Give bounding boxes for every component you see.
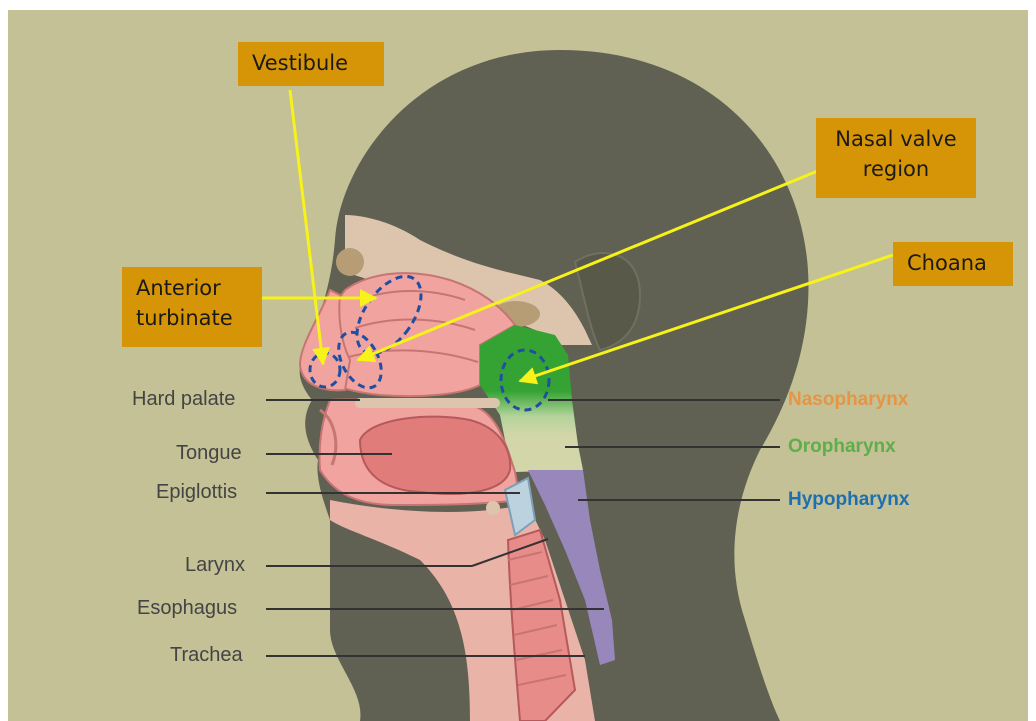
sinus-frontal [336,248,364,276]
label-larynx: Larynx [185,554,245,577]
label-trachea: Trachea [170,644,243,667]
callout-nasal-valve-line1: Nasal valve [830,124,962,154]
callout-choana: Choana [893,242,1013,286]
label-oropharynx: Oropharynx [788,436,896,458]
callout-vestibule-text: Vestibule [252,48,370,78]
callout-anterior-turbinate-line2: turbinate [136,303,248,333]
callout-anterior-turbinate: Anterior turbinate [122,267,262,347]
label-tongue: Tongue [176,442,242,465]
callout-anterior-turbinate-line1: Anterior [136,273,248,303]
callout-choana-text: Choana [907,248,999,278]
label-epiglottis: Epiglottis [156,481,237,504]
callout-vestibule: Vestibule [238,42,384,86]
hard-palate-bone [355,398,500,408]
label-nasopharynx: Nasopharynx [788,389,908,411]
callout-nasal-valve-line2: region [830,154,962,184]
label-esophagus: Esophagus [137,597,237,620]
hyoid-bone [486,501,500,515]
tongue [360,417,510,494]
callout-nasal-valve: Nasal valve region [816,118,976,198]
label-hard-palate: Hard palate [132,388,235,411]
label-hypopharynx: Hypopharynx [788,489,909,511]
